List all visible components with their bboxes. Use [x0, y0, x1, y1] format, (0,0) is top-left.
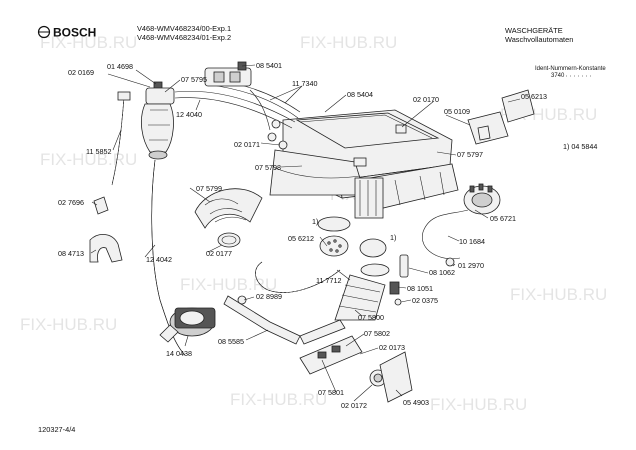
model-line-2: V468-WMV468234/01-Exp.2 — [137, 33, 231, 42]
label-ref1-left: 1) — [312, 217, 318, 226]
label-020170: 02 0170 — [413, 95, 439, 104]
category-title: WASCHGERÄTE — [505, 26, 563, 35]
sieve-clamp — [360, 263, 390, 277]
page-reference: 120327-4/4 — [38, 425, 75, 434]
label-075795: 07 5795 — [181, 75, 207, 84]
watermark-layer: FIX-HUB.RU FIX-HUB.RU FIX-HUB.RU FIX-HUB… — [20, 33, 607, 414]
watermark-text: FIX-HUB.RU — [300, 33, 397, 52]
dispenser-latch — [353, 157, 367, 167]
ring-seal — [278, 140, 288, 150]
nozzle-part — [389, 281, 400, 295]
parts-layer — [89, 61, 535, 403]
label-014698: 01 4698 — [107, 62, 133, 71]
hose-cover — [501, 89, 535, 123]
watermark-text: FIX-HUB.RU — [40, 33, 137, 52]
model-line-1: V468-WMV468234/00-Exp.1 — [137, 24, 231, 33]
label-075798: 07 5798 — [255, 163, 281, 172]
label-020375: 02 0375 — [412, 296, 438, 305]
connector-clip — [395, 124, 407, 134]
drain-pump — [159, 307, 216, 343]
filter-clamp — [317, 216, 351, 232]
label-140438: 14 0438 — [166, 349, 192, 358]
hose-clamp-inner — [221, 235, 237, 245]
service-flap — [379, 351, 413, 403]
label-075799: 07 5799 — [196, 184, 222, 193]
label-050109: 05 0109 — [444, 107, 470, 116]
filter-insert — [319, 235, 349, 257]
label-020171: 02 0171 — [234, 140, 260, 149]
label-117340: 11 7340 — [292, 79, 317, 88]
watermark-text: FIX-HUB.RU — [510, 285, 607, 304]
label-075797: 07 5797 — [457, 150, 483, 159]
hose-cap — [93, 196, 109, 215]
watermark-text: FIX-HUB.RU — [20, 315, 117, 334]
hose-clamp — [217, 232, 241, 248]
small-clip — [394, 298, 402, 306]
pump-cover-assembly — [299, 335, 387, 387]
label-075801: 07 5801 — [318, 388, 344, 397]
label-012970: 01 2970 — [458, 261, 484, 270]
ring-part — [445, 257, 455, 267]
watermark-text: FIX-HUB.RU — [230, 390, 327, 409]
sump-bellows — [334, 274, 386, 321]
ident-value: 3740 — [551, 73, 565, 79]
label-104584: 1) 04 5844 — [563, 142, 597, 151]
leader-lines — [90, 64, 521, 402]
label-054903: 05 4903 — [403, 398, 429, 407]
part-labels: 02 0169 01 4698 07 5795 08 5401 11 7340 … — [58, 61, 597, 410]
watermark-text: FIX-HUB.RU — [40, 150, 137, 169]
label-027696: 02 7696 — [58, 198, 84, 207]
switch-hose — [421, 209, 469, 260]
brand-name: BOSCH — [53, 26, 96, 40]
label-124040: 12 4040 — [176, 110, 202, 119]
label-085401: 08 5401 — [256, 61, 282, 70]
label-020173: 02 0173 — [379, 343, 405, 352]
label-081051: 08 1051 — [407, 284, 433, 293]
label-056213: 05 6213 — [521, 92, 547, 101]
header: BOSCH V468-WMV468234/00-Exp.1 V468-WMV46… — [37, 24, 606, 79]
watermark-text: FIX-HUB.RU — [180, 275, 277, 294]
corrugated-hose — [111, 91, 131, 186]
label-117712: 11 7712 — [316, 276, 341, 285]
label-075802: 07 5802 — [364, 329, 390, 338]
watermark-text: FIX-HUB.RU — [430, 395, 527, 414]
ident-label: Ident-Nummern-Konstante — [535, 66, 606, 72]
label-056212: 05 6212 — [288, 234, 314, 243]
bellows-hose — [194, 188, 263, 229]
label-056721: 05 6721 — [490, 214, 516, 223]
drain-pipe — [223, 295, 346, 345]
label-085404: 08 5404 — [347, 90, 373, 99]
hose-piece — [399, 254, 409, 278]
label-101684: 10 1684 — [459, 237, 485, 246]
pressure-chamber — [140, 81, 175, 160]
label-020172: 02 0172 — [341, 401, 367, 410]
sump-hose — [255, 261, 341, 293]
label-ref1-right: 1) — [390, 233, 396, 242]
label-020169: 02 0169 — [68, 68, 94, 77]
detergent-dispenser-housing — [269, 109, 459, 219]
label-075800: 07 5800 — [358, 313, 384, 322]
hose-bracket — [89, 234, 123, 263]
pressure-switch — [463, 183, 501, 215]
sieve-plate — [359, 238, 387, 258]
label-115852: 11 5852 — [86, 147, 111, 156]
label-028989: 02 8989 — [256, 292, 282, 301]
water-inlet-hoses — [174, 61, 301, 142]
label-085585: 08 5585 — [218, 337, 244, 346]
subcategory-title: Waschvollautomaten — [505, 35, 573, 44]
label-020177: 02 0177 — [206, 249, 232, 258]
label-124042: 12 4042 — [146, 255, 172, 264]
label-081062: 08 1062 — [429, 268, 455, 277]
drain-hose — [151, 159, 186, 356]
label-084713: 08 4713 — [58, 249, 84, 258]
